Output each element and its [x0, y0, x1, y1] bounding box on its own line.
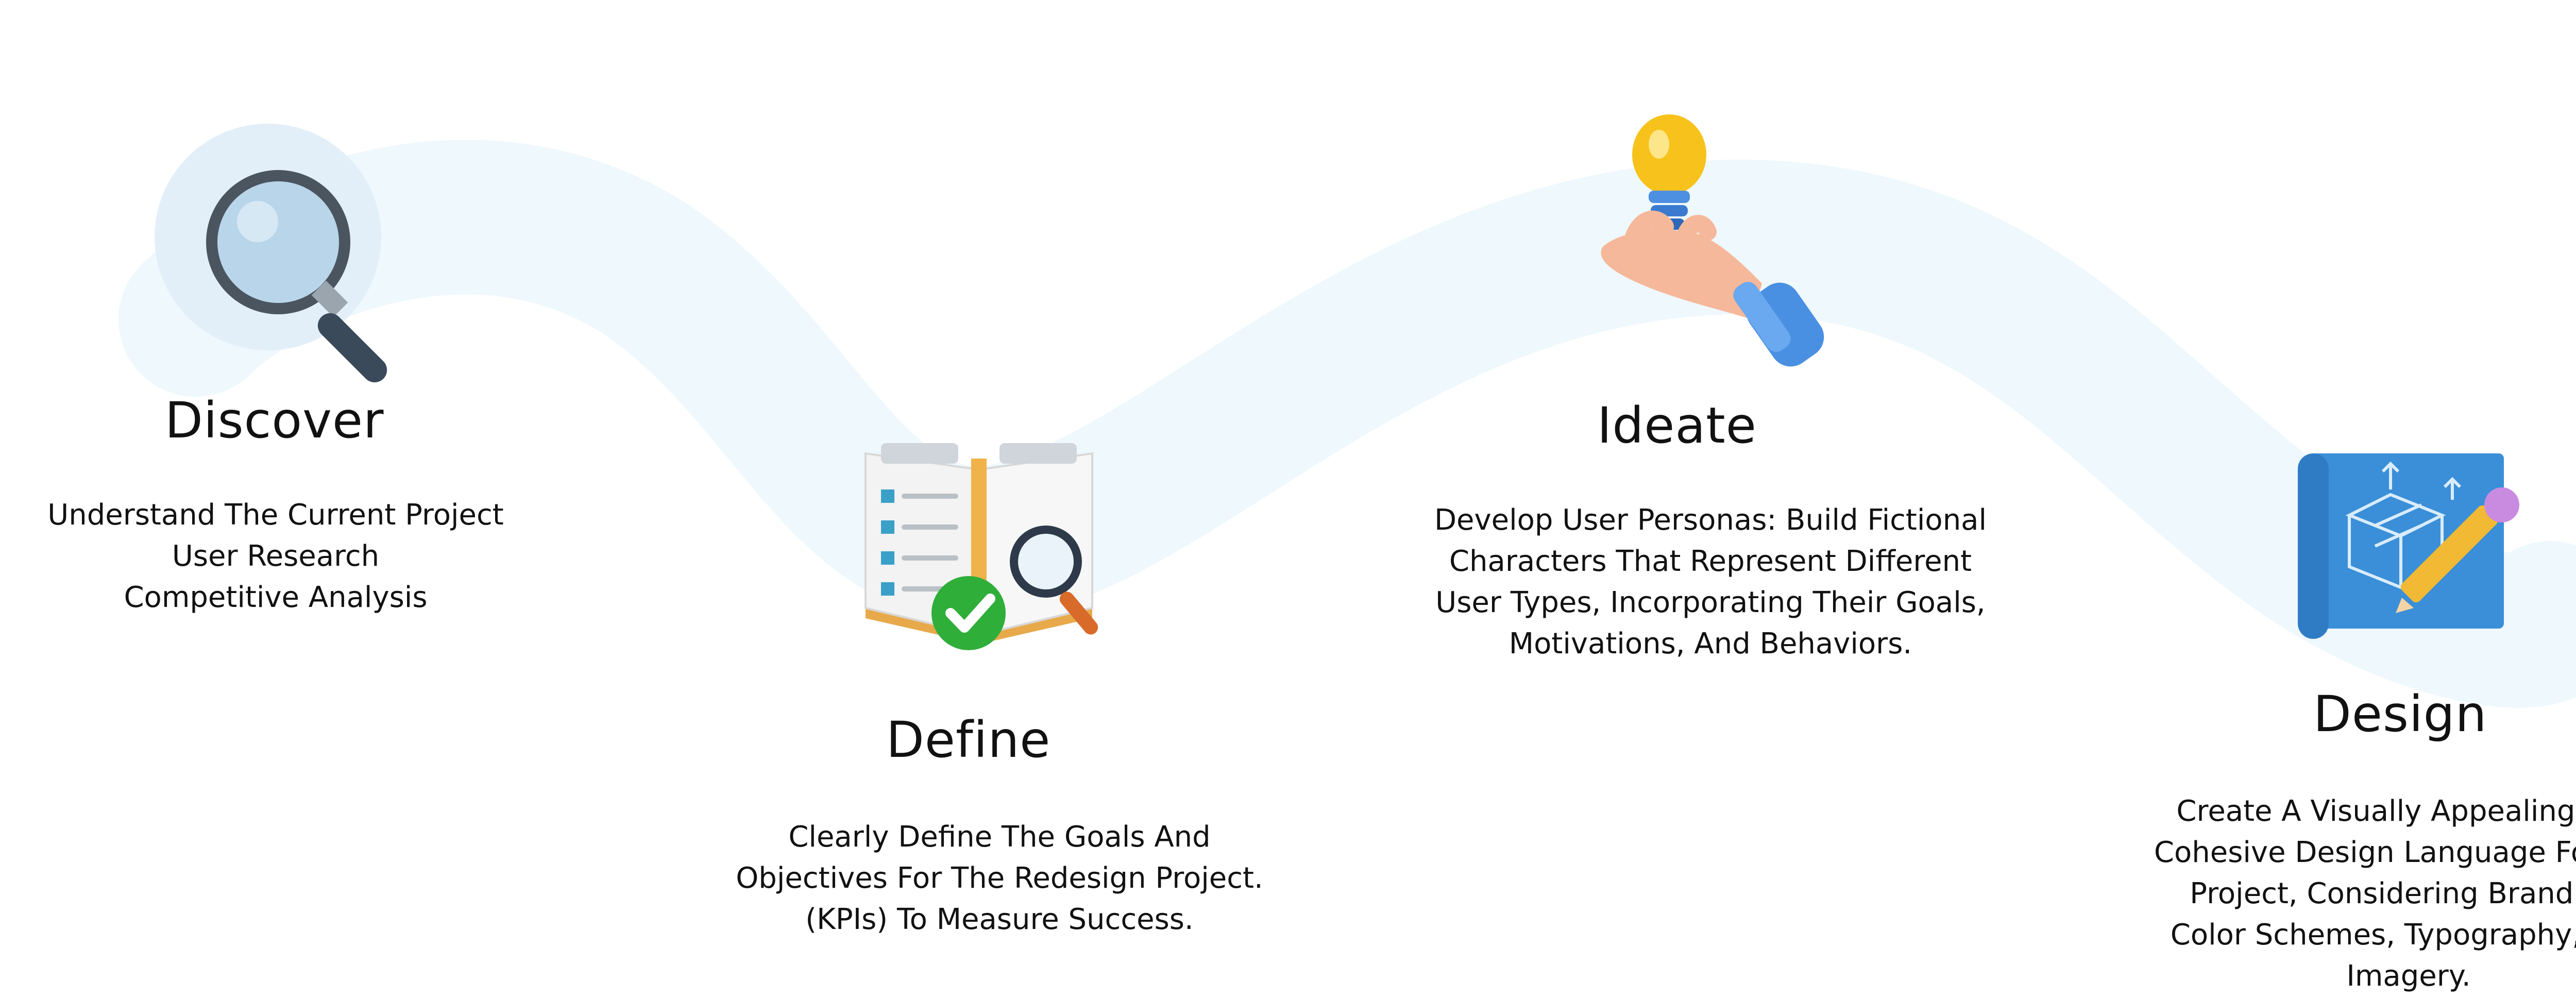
- discover-line-2: User Research: [172, 539, 380, 573]
- design-line-4: Color Schemes, Typography, And: [2170, 918, 2576, 952]
- ideate-line-4: Motivations, And Behaviors.: [1509, 627, 1912, 661]
- checklist-book-icon: [865, 443, 1098, 650]
- ideate-line-2: Characters That Represent Different: [1449, 545, 1972, 578]
- define-title: Define: [886, 711, 1051, 769]
- define-line-1: Clearly Define The Goals And: [788, 820, 1211, 854]
- design-title: Design: [2313, 685, 2487, 743]
- ideate-line-3: User Types, Incorporating Their Goals,: [1435, 586, 1986, 619]
- discover-line-3: Competitive Analysis: [124, 581, 428, 614]
- design-line-3: Project, Considering Branding,: [2190, 877, 2576, 910]
- discover-title: Discover: [165, 392, 384, 449]
- blueprint-pencil-icon: [2298, 453, 2519, 639]
- magnifier-icon: [155, 124, 387, 383]
- define-line-2: Objectives For The Redesign Project.: [736, 861, 1263, 895]
- design-line-5: Imagery.: [2346, 959, 2471, 993]
- discover-line-1: Understand The Current Project: [47, 498, 504, 532]
- design-line-1: Create A Visually Appealing And: [2176, 794, 2576, 828]
- design-line-2: Cohesive Design Language For The: [2154, 836, 2576, 869]
- hand-lightbulb-icon: [1601, 114, 1824, 367]
- ideate-title: Ideate: [1597, 397, 1757, 454]
- ideate-line-1: Develop User Personas: Build Fictional: [1434, 503, 1987, 537]
- discover-description: Understand The Current Project User Rese…: [31, 495, 520, 618]
- define-line-3: (KPIs) To Measure Success.: [805, 903, 1194, 936]
- design-description: Create A Visually Appealing And Cohesive…: [2138, 791, 2576, 997]
- define-description: Clearly Define The Goals And Objectives …: [711, 817, 1288, 940]
- ideate-description: Develop User Personas: Build Fictional C…: [1406, 500, 2014, 665]
